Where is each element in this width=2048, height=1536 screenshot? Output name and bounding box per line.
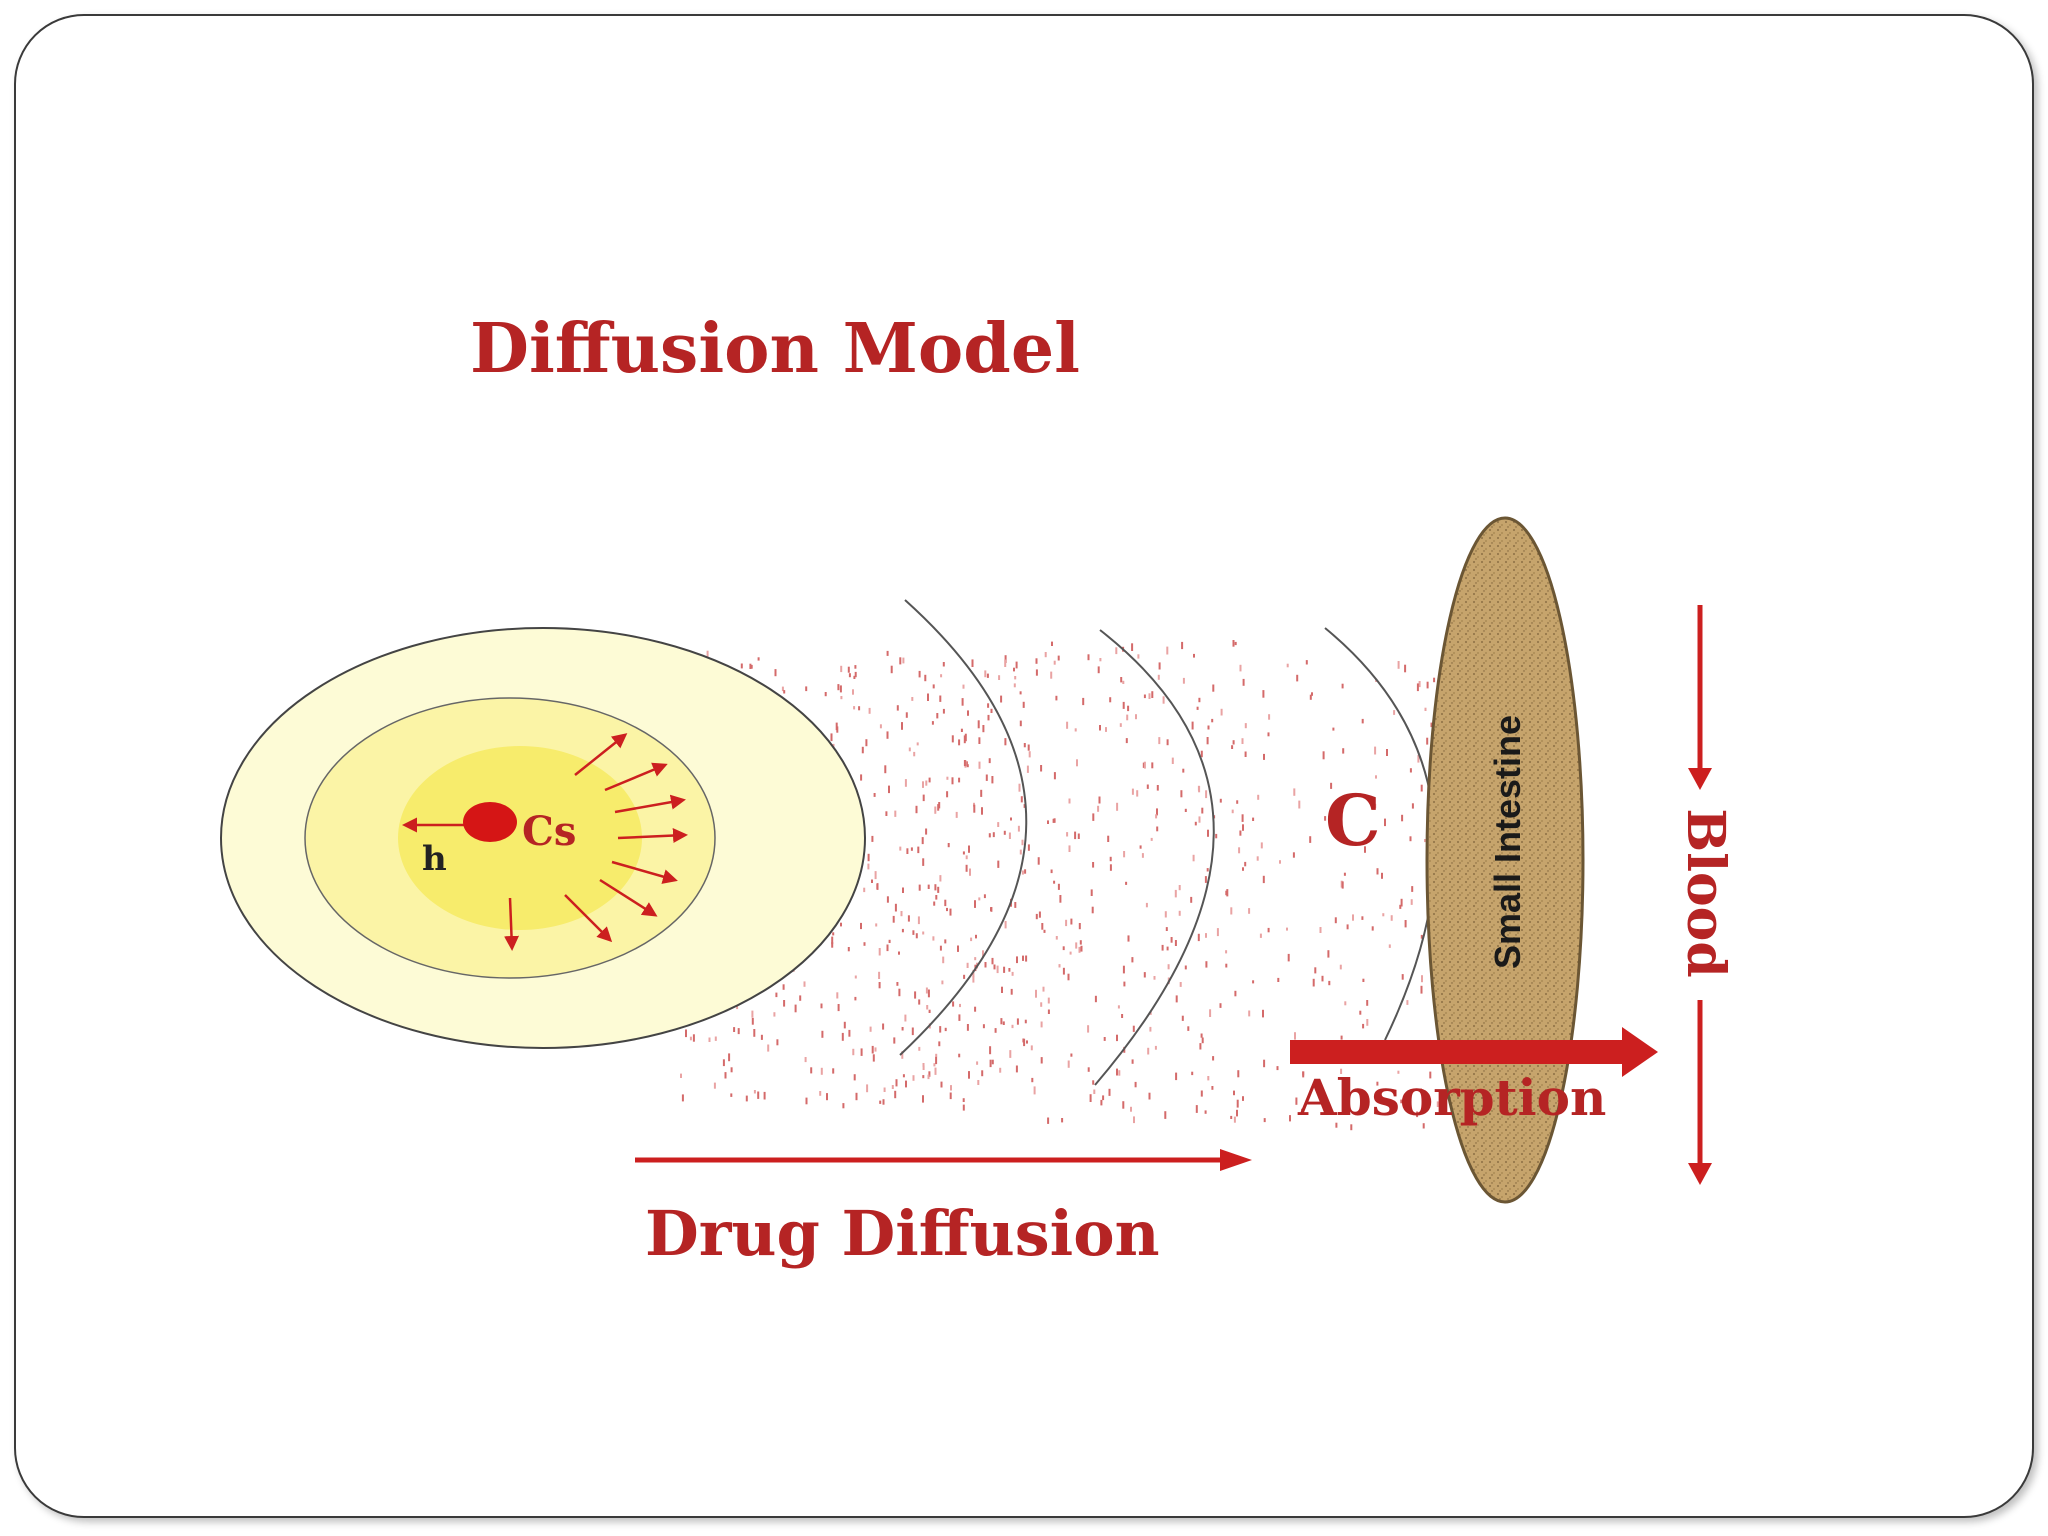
diffusion-boundary-1 bbox=[899, 599, 1028, 1056]
label-drug-diffusion: Drug Diffusion bbox=[645, 1197, 1160, 1270]
drug-particle: Cs h bbox=[220, 627, 866, 1049]
drug-core-dot bbox=[463, 802, 517, 842]
radial-arrows bbox=[402, 733, 688, 951]
particle-core bbox=[398, 746, 642, 930]
label-absorption: Absorption bbox=[1297, 1068, 1606, 1127]
label-c: C bbox=[1325, 779, 1381, 862]
label-blood: Blood bbox=[1675, 808, 1736, 977]
absorption-arrow bbox=[1290, 1027, 1658, 1077]
label-cs: Cs bbox=[522, 808, 576, 855]
diffusion-boundary-2 bbox=[1094, 629, 1215, 1086]
small-intestine bbox=[1425, 516, 1585, 1204]
diagram-title: Diffusion Model bbox=[470, 309, 1080, 389]
label-small-intestine: Small Intestine bbox=[1487, 715, 1528, 969]
blood-flow-arrows bbox=[1688, 605, 1712, 1185]
label-h: h bbox=[422, 839, 447, 879]
drug-diffusion-arrow bbox=[635, 1149, 1252, 1171]
